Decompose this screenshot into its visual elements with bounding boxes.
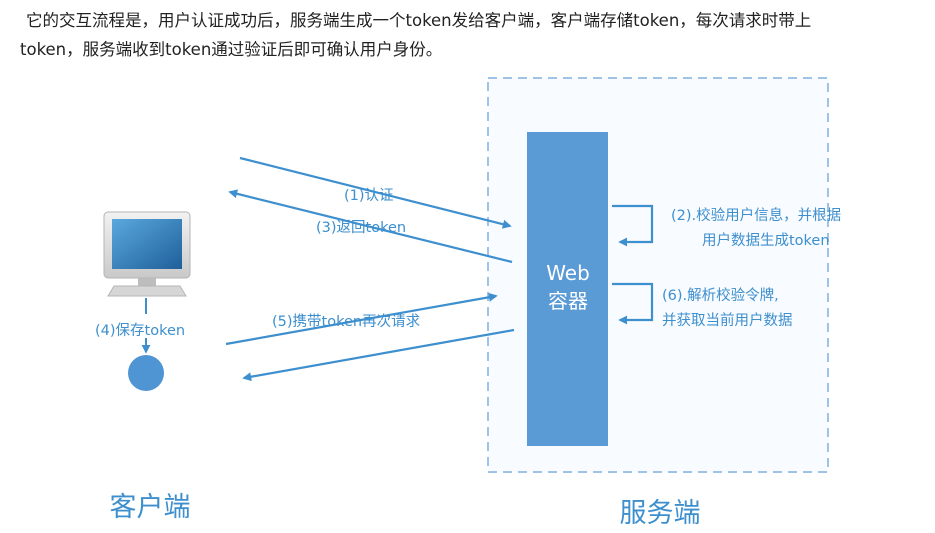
arrow-step1 bbox=[239, 156, 512, 229]
label-step2-line1: (2).校验用户信息，并根据 bbox=[671, 207, 841, 224]
client-storage-circle bbox=[128, 355, 164, 391]
label-step6-line2: 并获取当前用户数据 bbox=[662, 312, 793, 329]
label-step6-line1: (6).解析校验令牌, bbox=[662, 287, 779, 304]
intro-line-1: 它的交互流程是，用户认证成功后，服务端生成一个token发给客户端，客户端存储t… bbox=[26, 11, 812, 30]
loop-step6 bbox=[612, 282, 654, 325]
container-label-line2: 容器 bbox=[548, 289, 588, 313]
intro-line-2: token，服务端收到token通过验证后即可确认用户身份。 bbox=[20, 40, 443, 59]
server-label: 服务端 bbox=[620, 498, 701, 529]
label-step2-line2: 用户数据生成token bbox=[702, 232, 830, 249]
container-label-line1: Web bbox=[546, 261, 590, 285]
web-container-box bbox=[527, 132, 608, 446]
arrow-step6-response bbox=[242, 328, 515, 382]
loop-step2 bbox=[612, 204, 654, 247]
label-step5: (5)携带token再次请求 bbox=[272, 313, 421, 330]
arrow-step3 bbox=[228, 189, 513, 264]
intro-paragraph: 它的交互流程是，用户认证成功后，服务端生成一个token发给客户端，客户端存储t… bbox=[20, 6, 925, 64]
arrow-step5 bbox=[225, 292, 498, 346]
label-step1: (1)认证 bbox=[344, 187, 394, 204]
client-label: 客户端 bbox=[110, 492, 191, 523]
label-step4: (4)保存token bbox=[95, 322, 185, 339]
computer-icon bbox=[103, 211, 191, 297]
label-step3: (3)返回token bbox=[316, 219, 406, 236]
